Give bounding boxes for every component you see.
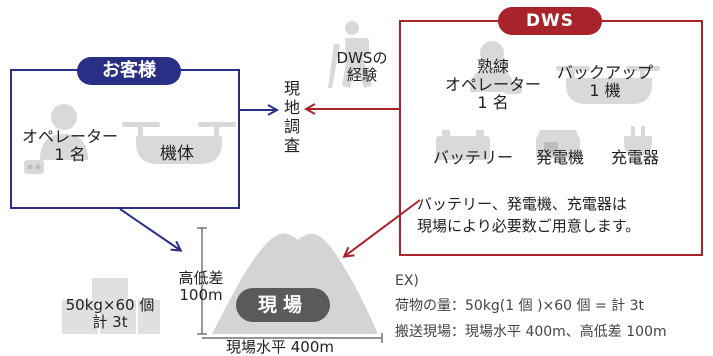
cargo-label: 50kg×60 個 計 3t <box>56 297 164 331</box>
battery-label: バッテリー <box>433 148 514 167</box>
operator-person-icon <box>24 104 88 174</box>
example-heading: EX) <box>395 273 419 289</box>
height-difference-title: 高低差 <box>178 269 224 287</box>
height-difference-value: 100m <box>179 285 223 304</box>
height-difference-label: 高低差 100m <box>166 270 236 304</box>
customer-operator-count: 1 名 <box>54 144 86 164</box>
dws-experience-label: DWSの 経験 <box>326 50 398 84</box>
customer-operator-role: オペレーター <box>21 127 118 146</box>
horizontal-distance-label: 現場水平 400m <box>226 338 335 356</box>
dws-note-line1: バッテリー、発電機、充電器は <box>417 195 627 213</box>
site-survey-label: 現 地 調 査 <box>281 79 303 156</box>
site-survey-char: 査 <box>283 135 300 155</box>
example-site-line: 搬送現場：現場水平 400m、高低差 100m <box>395 324 667 340</box>
dws-note-line2: 現場により必要数ご用意します。 <box>417 216 641 235</box>
customer-title: お客様 <box>77 57 181 85</box>
dws-operator-count: 1 名 <box>477 92 509 112</box>
experience-line1: DWSの <box>336 49 388 67</box>
generator-icon <box>536 130 580 158</box>
cargo-boxes-icon <box>62 278 160 334</box>
site-label: 現場 <box>236 288 330 322</box>
dws-operator-label: 熟練 オペレーター 1 名 <box>436 58 550 112</box>
dws-backup-count: 1 機 <box>589 80 621 100</box>
cargo-quantity: 50kg×60 個 <box>65 296 155 314</box>
battery-icon <box>436 130 490 160</box>
dws-to-site-arrow <box>345 199 421 256</box>
charger-plug-icon <box>624 126 652 164</box>
generator-label: 発電機 <box>536 148 585 167</box>
charger-label: 充電器 <box>611 148 660 167</box>
cargo-total: 計 3t <box>92 312 128 331</box>
example-cargo-line: 荷物の量：50kg(1 個 )×60 個 = 計 3t <box>395 298 645 314</box>
dws-title: DWS <box>498 7 602 35</box>
height-dimension-line <box>197 227 207 335</box>
dws-operator-role: オペレーター <box>444 74 541 94</box>
drone-icon <box>122 122 236 164</box>
site-survey-char: 調 <box>283 116 300 136</box>
experience-line2: 経験 <box>346 65 377 84</box>
dws-operator-skill: 熟練 <box>476 57 509 76</box>
site-survey-char: 地 <box>283 97 300 117</box>
horizontal-dimension-line <box>202 333 383 343</box>
site-survey-char: 現 <box>283 79 300 98</box>
skilled-operator-icon <box>470 41 522 94</box>
dws-backup-label: バックアップ 1 機 <box>546 64 664 100</box>
customer-aircraft-label: 機体 <box>160 144 194 164</box>
backup-drone-icon <box>556 66 660 104</box>
dws-note: バッテリー、発電機、充電器は 現場により必要数ご用意します。 <box>417 194 640 238</box>
dws-backup-name: バックアップ <box>556 63 653 82</box>
customer-operator-label: オペレーター 1 名 <box>14 128 126 164</box>
hiker-icon <box>328 21 372 88</box>
customer-to-site-arrow <box>119 208 180 250</box>
